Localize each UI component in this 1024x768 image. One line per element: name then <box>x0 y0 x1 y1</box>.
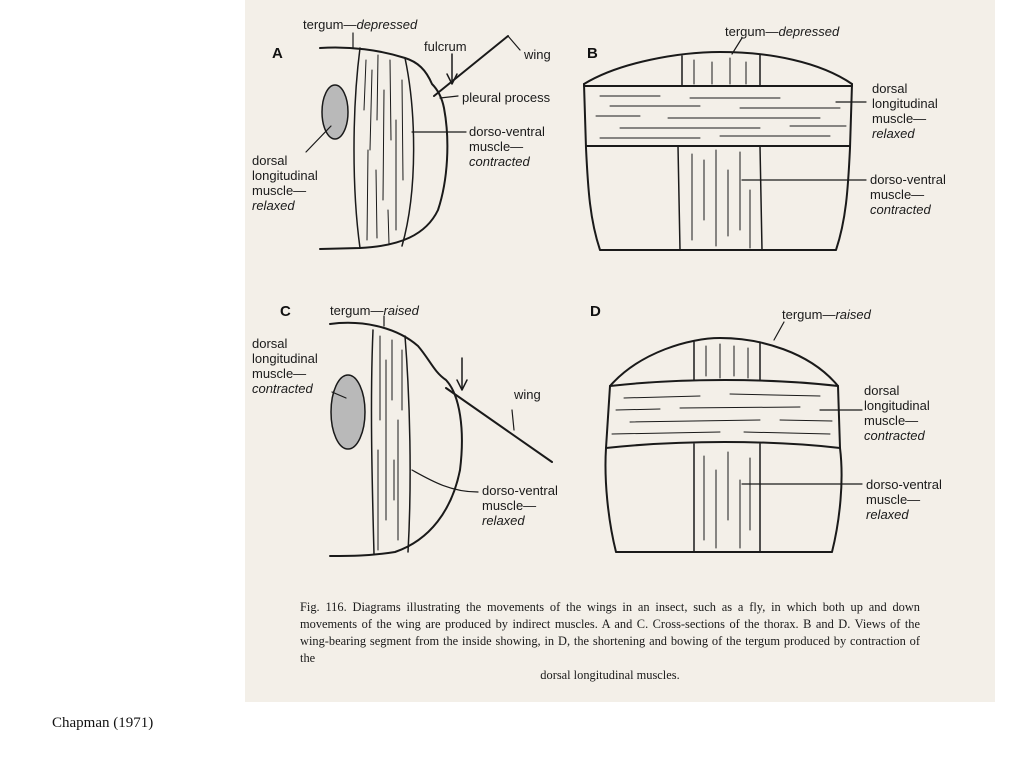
panel-b-tergum-label: tergum—depressed <box>725 24 840 39</box>
panel-c-dl-label: dorsal longitudinal muscle— contracted <box>252 336 318 396</box>
panel-b-dv-right-bottom <box>759 145 763 251</box>
panel-a-wing-pointer <box>507 35 521 51</box>
panel-c-dl-pointer <box>331 391 347 399</box>
panel-a-drawing <box>305 32 521 250</box>
panel-c-dv-muscle-left <box>370 329 375 555</box>
panel-d-tergum-label: tergum—raised <box>782 307 871 322</box>
source-credit: Chapman (1971) <box>52 715 154 731</box>
panel-c-striations <box>377 335 403 551</box>
panel-c-dv-pointer <box>411 469 479 493</box>
panel-c-wing-label: wing <box>514 387 541 402</box>
panel-d-dl-label: dorsal longitudinal muscle— contracted <box>864 383 930 443</box>
panel-b-dv-label: dorso-ventral muscle— contracted <box>870 172 946 217</box>
panel-a-dl-pointer <box>305 125 332 153</box>
panel-a-fulcrum-label: fulcrum <box>424 39 467 54</box>
panel-d-striations <box>611 343 833 549</box>
panel-c-fulcrum-arrowhead <box>456 379 468 391</box>
caption-line-5: dorsal longitudinal muscles. <box>540 668 680 682</box>
panel-a-striations <box>363 54 404 245</box>
panel-a-letter: A <box>272 45 283 62</box>
panel-d-tergum-outline <box>609 337 839 387</box>
panel-d-dv-label: dorso-ventral muscle— relaxed <box>866 477 942 522</box>
panel-a-dv-muscle-left <box>353 47 361 249</box>
caption-line-3: Cross-sections of the thorax. B and D. V… <box>300 617 920 648</box>
panel-a-pleural-process-label: pleural process <box>462 90 551 105</box>
panel-d-dl-band-top <box>609 379 839 387</box>
panel-c-dv-muscle-right <box>404 335 411 553</box>
panel-b-striations <box>595 57 847 249</box>
figure-caption: Fig. 116. Diagrams illustrating the move… <box>300 599 920 684</box>
caption-line-2: which both up and down movements of the … <box>300 600 921 631</box>
panel-b-dl-label: dorsal longitudinal muscle— relaxed <box>872 81 938 141</box>
caption-line-1: Fig. 116. Diagrams illustrating the move… <box>300 600 781 614</box>
panel-d-letter: D <box>590 303 601 320</box>
panel-c-letter: C <box>280 303 291 320</box>
panel-a-dv-muscle-right <box>401 57 415 247</box>
panel-b-dv-left-bottom <box>677 145 681 251</box>
panel-b-tergum-outline <box>583 51 853 85</box>
panel-c-wing-pointer <box>511 409 515 431</box>
panel-c-dv-label: dorso-ventral muscle— relaxed <box>482 483 558 528</box>
panel-d-dl-band-bottom <box>605 441 841 449</box>
panel-a-dorsal-longitudinal-muscle <box>321 84 349 140</box>
panel-b-drawing <box>583 37 867 251</box>
panel-a-dv-label: dorso-ventral muscle— contracted <box>469 124 545 169</box>
panel-a-tergum-label: tergum—depressed <box>303 17 418 32</box>
panel-a-dl-label: dorsal longitudinal muscle— relaxed <box>252 153 318 213</box>
caption-line-4: showing, in D, the shortening and bowing… <box>300 634 920 665</box>
panel-c-drawing <box>329 315 553 557</box>
panel-a-wing <box>433 35 509 97</box>
panel-a-fulcrum-arrowhead <box>446 73 458 85</box>
panel-c-thorax-outline <box>329 321 463 557</box>
panel-c-wing <box>445 387 553 463</box>
panel-c-dorsal-longitudinal-muscle <box>330 374 366 450</box>
panel-a-thorax-outline <box>319 46 449 250</box>
panel-a-pleural-pointer <box>439 95 459 99</box>
panel-a-wing-label: wing <box>524 47 551 62</box>
panel-d-tergum-pointer <box>773 321 785 341</box>
panel-d-body-outline <box>604 385 843 553</box>
panel-b-body-outline <box>583 83 853 251</box>
scanned-figure-background <box>245 0 995 702</box>
panel-d-drawing <box>604 321 863 553</box>
panel-c-tergum-label: tergum—raised <box>330 303 419 318</box>
panel-b-letter: B <box>587 45 598 62</box>
panel-b-tergum-pointer <box>731 37 743 55</box>
